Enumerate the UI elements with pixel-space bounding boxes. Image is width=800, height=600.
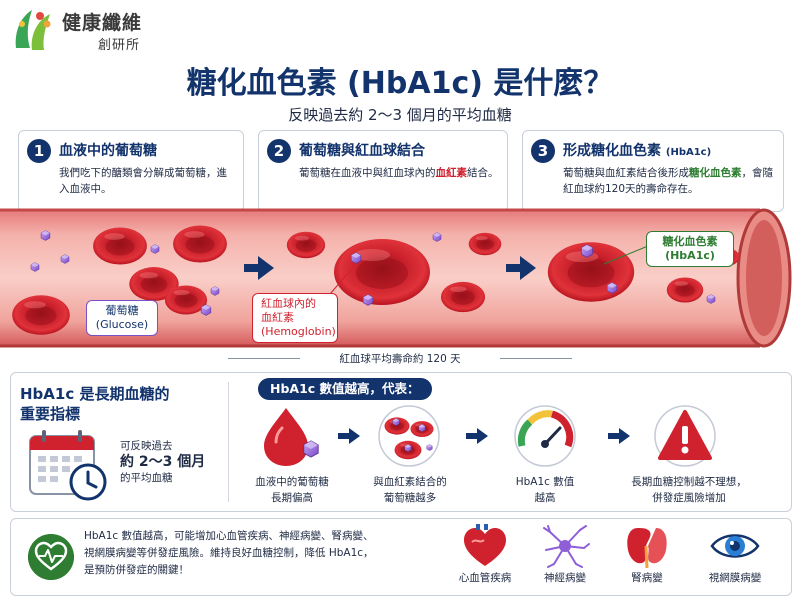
blood-drop-icon <box>264 408 319 466</box>
arrow-right-icon <box>608 428 630 444</box>
glucose-crystal-icon <box>706 294 716 304</box>
lifespan-label: 紅血球平均壽命約 120 天 <box>300 351 500 366</box>
red-blood-cell-icon <box>666 277 704 303</box>
red-blood-cell-icon <box>164 285 208 315</box>
step-card-1: 1 血液中的葡萄糖 我們吃下的醣類會分解成葡萄糖，進入血液中。 <box>18 130 244 212</box>
indicator-caption-1: 血液中的葡萄糖長期偏高 <box>255 476 329 504</box>
glucose-crystal-icon <box>606 282 618 294</box>
page-subtitle: 反映過去約 2〜3 個月的平均血糖 <box>288 106 512 124</box>
complication-label-retinopathy: 視網膜病變 <box>708 572 762 584</box>
arrow-right-icon <box>244 256 274 280</box>
complication-label-neuropathy: 神經病變 <box>544 572 586 584</box>
logo-name: 健康纖維 <box>62 12 143 34</box>
hemoglobin-label: 紅血球內的 血紅素 (Hemoglobin) <box>252 293 338 343</box>
complications-panel <box>10 518 792 596</box>
page-title: 糖化血色素 (HbA1c) 是什麼？ <box>186 66 614 101</box>
complication-label-cardiovascular: 心血管疾病 <box>458 572 512 584</box>
neuron-icon <box>543 525 590 568</box>
calendar-clock-icon <box>29 430 107 501</box>
indicator-caption-4: 長期血糖控制越不理想，併發症風險增加 <box>631 476 747 504</box>
glucose-crystal-icon <box>581 244 593 258</box>
glucose-crystal-icon <box>150 244 160 254</box>
heart-icon <box>464 524 506 566</box>
red-blood-cell-icon <box>93 227 147 265</box>
step-description: 葡萄糖與血紅素結合後形成糖化血色素，會隨紅血球約120天的壽命存在。 <box>563 167 773 195</box>
complications-description: HbA1c 數值越高，可能增加心血管疾病、神經病變、腎病變、 視網膜病變等併發症… <box>84 530 374 576</box>
red-blood-cell-icon <box>334 239 430 305</box>
red-blood-cell-icon <box>173 225 227 263</box>
red-blood-cell-icon <box>12 295 70 335</box>
indicator-pill: HbA1c 數值越高，代表： <box>258 378 432 400</box>
step-description: 葡萄糖在血液中與紅血球內的血紅素結合。 <box>299 167 499 179</box>
panel-divider <box>228 382 229 502</box>
warning-icon <box>654 405 716 467</box>
blood-vessel-illustration <box>0 208 792 348</box>
step-card-2: 2 葡萄糖與紅血球結合 葡萄糖在血液中與紅血球內的血紅素結合。 <box>258 130 508 212</box>
step-number: 2 <box>267 139 291 163</box>
glucose-crystal-icon <box>40 230 51 241</box>
step-title: 形成糖化血色素 (HbA1c) <box>563 143 712 159</box>
logo-mark-icon <box>15 10 51 50</box>
step-number: 3 <box>531 139 555 163</box>
arrow-right-icon <box>466 428 488 444</box>
step-number: 1 <box>27 139 51 163</box>
logo-subname: 創研所 <box>98 38 141 53</box>
step-title: 葡萄糖與紅血球結合 <box>299 143 425 159</box>
indicator-caption-2: 與血紅素結合的葡萄糖越多 <box>373 476 447 504</box>
indicator-panel <box>10 372 792 512</box>
glucose-label: 葡萄糖 (Glucose) <box>86 300 158 336</box>
gauge-icon <box>514 405 576 467</box>
brand-logo: 健康纖維 創研所 <box>10 4 160 54</box>
arrow-right-icon <box>506 256 536 280</box>
step-card-3: 3 形成糖化血色素 (HbA1c) 葡萄糖與血紅素結合後形成糖化血色素，會隨紅血… <box>522 130 784 212</box>
glucose-crystal-icon <box>200 304 212 316</box>
arrow-right-icon <box>338 428 360 444</box>
hba1c-label: 糖化血色素 (HbA1c) <box>646 231 734 267</box>
glucose-crystal-icon <box>60 254 70 264</box>
left-panel-description: 可反映過去 約 2〜3 個月 的平均血糖 <box>120 440 206 484</box>
glucose-crystal-icon <box>350 252 362 264</box>
bound-glucose-cells-icon <box>378 405 440 467</box>
kidney-icon <box>627 528 667 568</box>
red-blood-cell-icon <box>286 231 326 259</box>
heart-pulse-icon <box>28 534 74 580</box>
glucose-crystal-icon <box>30 262 40 272</box>
left-panel-title: HbA1c 是長期血糖的 重要指標 <box>20 385 170 423</box>
glucose-crystal-icon <box>362 294 374 306</box>
indicator-caption-3: HbA1c 數值越高 <box>515 476 575 504</box>
step-title: 血液中的葡萄糖 <box>59 143 157 159</box>
red-blood-cell-icon <box>440 281 486 313</box>
glucose-crystal-icon <box>432 232 442 242</box>
step-description: 我們吃下的醣類會分解成葡萄糖，進入血液中。 <box>59 167 227 195</box>
red-blood-cell-icon <box>468 232 502 256</box>
complication-label-nephropathy: 腎病變 <box>631 572 663 584</box>
glucose-crystal-icon <box>210 286 220 296</box>
eye-icon <box>710 534 760 558</box>
